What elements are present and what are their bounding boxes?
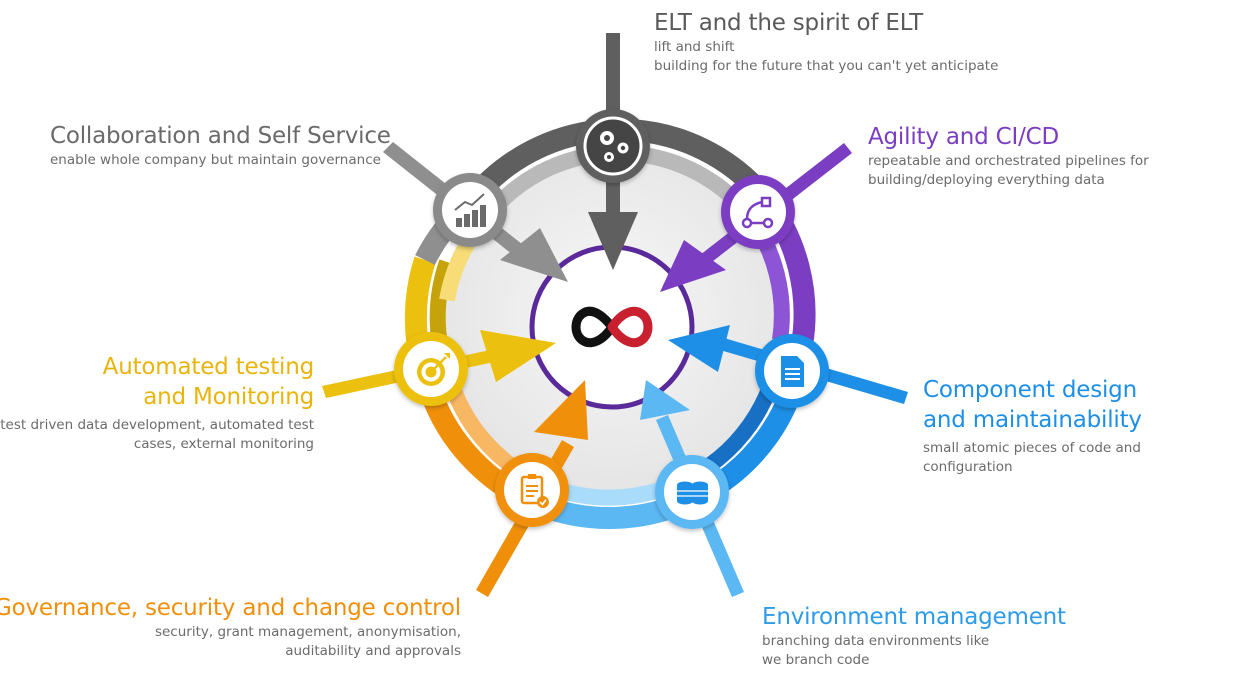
governance-title: Governance, security and change control — [0, 595, 461, 621]
database-icon — [677, 481, 708, 505]
agility-desc-line-1: repeatable and orchestrated pipelines fo… — [868, 153, 1149, 169]
label-governance: Governance, security and change control … — [0, 593, 461, 661]
elt-desc-line-1: lift and shift — [654, 39, 735, 55]
document-icon — [781, 356, 804, 387]
workflow-icon — [741, 196, 774, 229]
collaboration-title: Collaboration and Self Service — [50, 123, 391, 149]
component-title-line-1: Component design — [923, 377, 1137, 403]
agility-desc-line-2: building/deploying everything data — [868, 172, 1105, 188]
growth-chart-icon — [454, 193, 486, 227]
component-desc-line-1: small atomic pieces of code and — [923, 440, 1141, 456]
label-testing: Automated testing and Monitoring test dr… — [0, 352, 314, 454]
environment-title: Environment management — [762, 604, 1066, 630]
environment-desc-line-2: we branch code — [762, 652, 870, 668]
label-elt: ELT and the spirit of ELT lift and shift… — [654, 8, 998, 76]
collaboration-desc-line-1: enable whole company but maintain govern… — [50, 152, 381, 168]
elt-title: ELT and the spirit of ELT — [654, 10, 924, 36]
node-collaboration — [433, 173, 507, 247]
label-agility: Agility and CI/CD repeatable and orchest… — [868, 122, 1149, 190]
testing-desc-line-2: cases, external monitoring — [133, 436, 314, 452]
testing-desc-line-1: test driven data development, automated … — [0, 417, 314, 433]
infinity-logo-icon — [571, 306, 653, 348]
node-agility — [721, 175, 795, 249]
elt-desc-line-2: building for the future that you can't y… — [654, 58, 999, 74]
environment-desc-line-1: branching data environments like — [762, 633, 990, 649]
testing-title-line-1: Automated testing — [102, 354, 315, 380]
target-icon — [417, 353, 450, 386]
checklist-icon — [520, 474, 549, 508]
governance-desc-line-2: auditability and approvals — [285, 643, 461, 659]
governance-desc-line-1: security, grant management, anonymisatio… — [154, 624, 461, 640]
component-title-line-2: and maintainability — [923, 407, 1142, 433]
node-elt — [576, 109, 650, 183]
gears-icon — [600, 131, 629, 162]
label-environment: Environment management branching data en… — [762, 602, 1066, 670]
agility-title: Agility and CI/CD — [868, 124, 1059, 150]
component-desc-line-2: configuration — [923, 459, 1013, 475]
label-component: Component design and maintainability sma… — [923, 375, 1142, 477]
testing-title-line-2: and Monitoring — [143, 384, 314, 410]
label-collaboration: Collaboration and Self Service enable wh… — [50, 121, 391, 170]
